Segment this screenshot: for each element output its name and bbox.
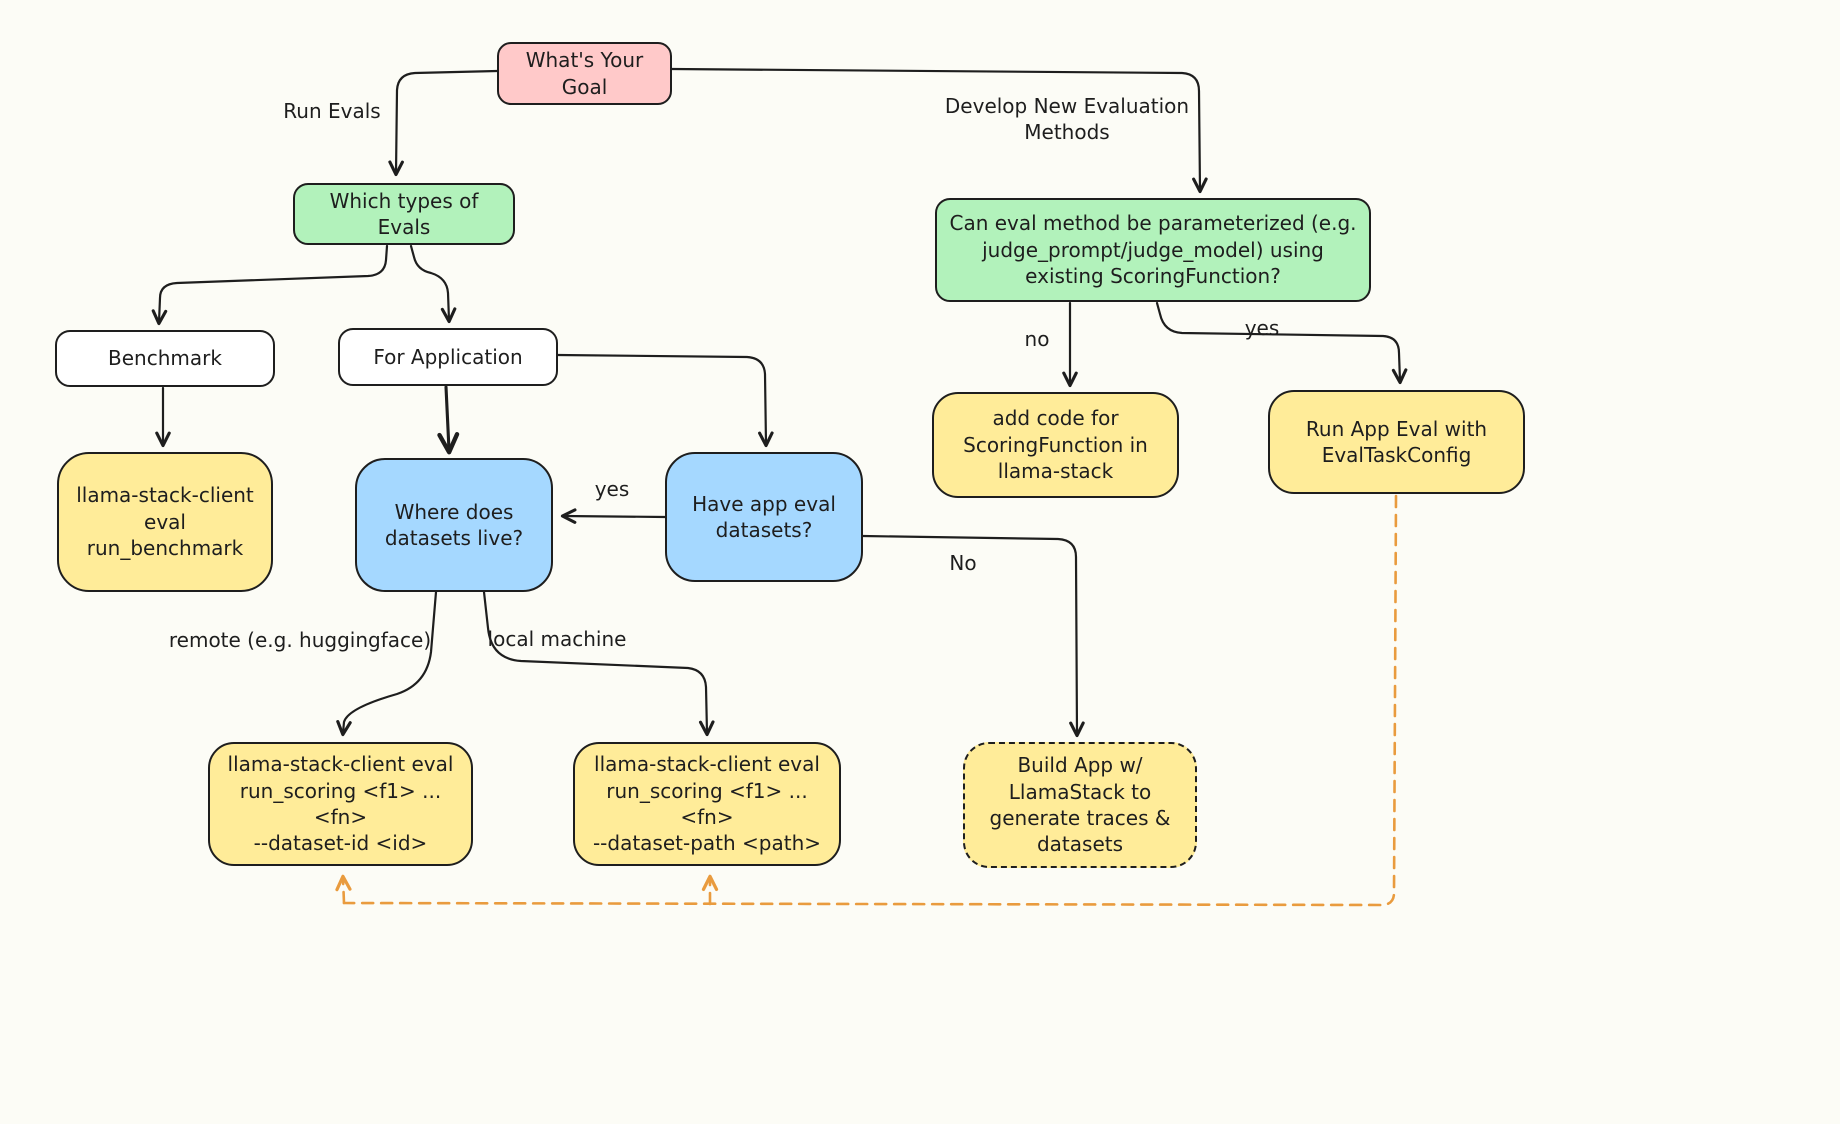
edge-which-types-to-benchmark [151, 244, 389, 326]
node-where-does-datasets-live: Where does datasets live? [355, 458, 553, 592]
node-run-scoring-dataset-id: llama-stack-client eval run_scoring <f1>… [208, 742, 473, 866]
node-which-types-of-evals: Which types of Evals [293, 183, 515, 245]
edge-for-application-to-where-datasets [437, 385, 460, 455]
node-add-code-scoringfunction: add code for ScoringFunction in llama-st… [932, 392, 1179, 498]
node-param-question: Can eval method be parameterized (e.g. j… [935, 198, 1371, 302]
edge-for-application-to-have-datasets [556, 353, 774, 448]
edge-where-datasets-remote-to-run-scoring-remote [336, 590, 438, 737]
edge-label-no-param: no [1024, 327, 1050, 351]
node-for-application: For Application [338, 328, 558, 386]
edge-label-local-machine: local machine [487, 627, 627, 651]
edge-param-yes-to-run-app-eval [1155, 301, 1408, 385]
edge-have-datasets-no-to-build-app [861, 534, 1085, 738]
edge-label-yes-have-datasets: yes [594, 477, 630, 501]
edge-goal-to-which-types [388, 69, 499, 177]
edge-dashed-arrow-to-run-scoring-remote [335, 874, 352, 905]
edge-goal-to-param-question [670, 67, 1208, 194]
edge-label-remote-huggingface: remote (e.g. huggingface) [168, 628, 432, 652]
node-run-app-eval-evaltaskconfig: Run App Eval with EvalTaskConfig [1268, 390, 1525, 494]
node-run-benchmark-command: llama-stack-client eval run_benchmark [57, 452, 273, 592]
node-whats-your-goal: What's Your Goal [497, 42, 672, 105]
node-build-app-llamastack: Build App w/ LlamaStack to generate trac… [963, 742, 1197, 868]
edge-label-run-evals: Run Evals [283, 99, 381, 123]
edge-which-types-to-for-application [409, 244, 457, 324]
node-have-app-eval-datasets: Have app eval datasets? [665, 452, 863, 582]
edge-label-develop-new-evaluation-methods: Develop New Evaluation Methods [944, 94, 1190, 144]
edge-label-no-have-datasets: No [949, 551, 977, 575]
edge-label-yes-param: yes [1244, 316, 1280, 340]
edge-have-datasets-yes-to-where-datasets [560, 508, 667, 524]
edge-run-app-eval-dashed-feedback [342, 494, 1398, 907]
node-run-scoring-dataset-path: llama-stack-client eval run_scoring <f1>… [573, 742, 841, 866]
edge-where-datasets-local-to-run-scoring-local [482, 590, 715, 737]
node-benchmark: Benchmark [55, 330, 275, 387]
